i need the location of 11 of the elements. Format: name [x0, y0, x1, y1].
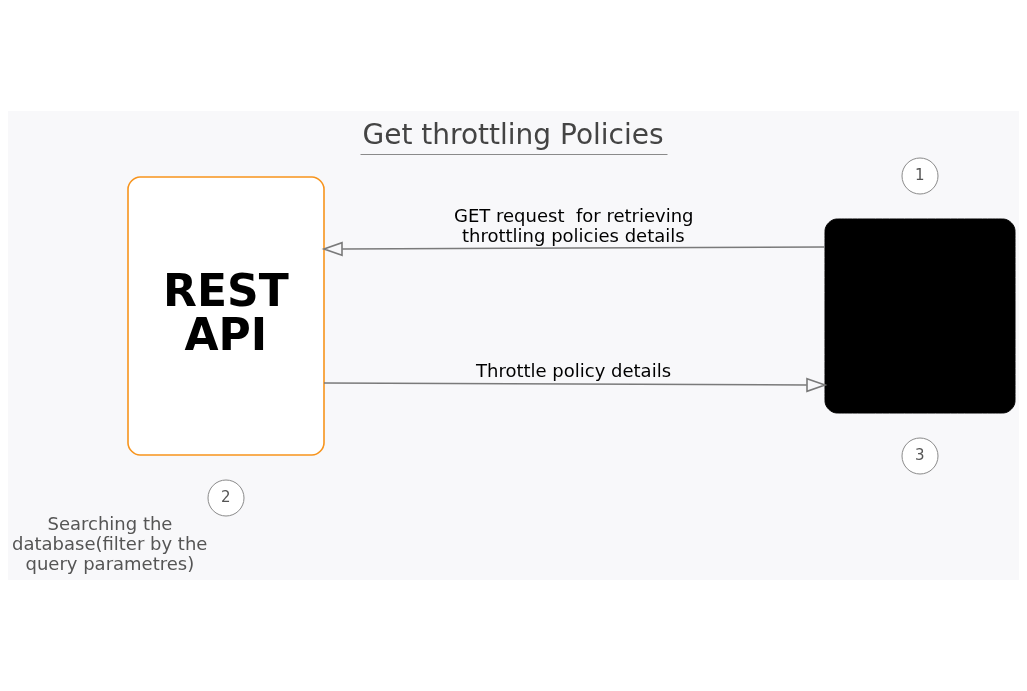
- edge-label: Throttle policy details: [476, 360, 672, 382]
- node-label: Searching the database(filter by the query parametres): [12, 513, 208, 575]
- edge-label: GET request for retrieving throttling policies details: [454, 205, 694, 247]
- node-box: REST API: [127, 176, 325, 456]
- diagram-title: Get throttling Policies: [362, 117, 664, 151]
- arrow: [321, 241, 826, 257]
- node-circle: 3: [901, 437, 939, 475]
- node-circle: 1: [901, 157, 939, 195]
- node-box: [824, 218, 1016, 414]
- node-circle: 2: [207, 479, 245, 517]
- arrow: [323, 377, 828, 393]
